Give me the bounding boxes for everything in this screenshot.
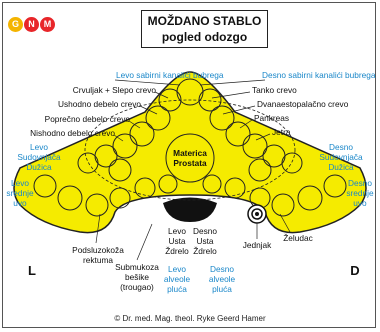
- flow-ring: [84, 99, 296, 201]
- label-jednjak: Jednjak: [243, 240, 272, 250]
- label-desno-usta-1: Desno: [193, 226, 217, 236]
- label-desno-sud-3: Dužica: [328, 162, 354, 172]
- label-levo-alv-3: pluća: [167, 284, 187, 294]
- logo-letter-m: M: [40, 17, 55, 32]
- label-submuk-1: Submukoza: [115, 262, 159, 272]
- side-label-l: L: [28, 263, 36, 278]
- label-crvuljak: Crvuljak + Slepo crevo: [73, 85, 157, 95]
- label-tanko: Tanko crevo: [252, 85, 297, 95]
- label-levo-uvo-3: uvo: [13, 198, 27, 208]
- label-desno-alv-1: Desno: [210, 264, 234, 274]
- label-desno-usta-2: Usta: [196, 236, 213, 246]
- label-levo-usta-3: Ždrelo: [165, 246, 189, 256]
- label-levo-uvo-2: srednje: [6, 188, 34, 198]
- logo-letter-n: N: [24, 17, 39, 32]
- label-desno-uvo-1: Desno: [348, 178, 372, 188]
- title-line-2: pogled odozgo: [161, 30, 248, 44]
- label-levo-sud-1: Levo: [30, 142, 48, 152]
- label-desno-usta-3: Ždrelo: [193, 246, 217, 256]
- side-label-d: D: [350, 263, 359, 278]
- label-poprecno: Poprečno debelo crevo: [45, 114, 131, 124]
- label-desno-sabirni: Desno sabirni kanalići bubrega: [262, 70, 376, 80]
- label-jetra: Jetra: [272, 127, 291, 137]
- title-box: MOŽDANO STABLO pogled odozgo: [141, 10, 268, 48]
- lower-black-segment: [163, 197, 217, 222]
- label-ushodno: Ushodno debelo crevo: [58, 99, 141, 109]
- label-desno-uvo-3: uvo: [353, 198, 367, 208]
- label-levo-sabirni: Levo sabirni kanalići bubrega: [116, 70, 224, 80]
- leader-lines: [95, 79, 291, 261]
- logo-letter-g: G: [8, 17, 23, 32]
- label-levo-sud-2: Sudovnjača: [17, 152, 61, 162]
- label-desno-uvo-2: srednje: [346, 188, 374, 198]
- title-line-1: MOŽDANO STABLO: [147, 14, 262, 28]
- label-dvanaest: Dvanaestopalačno crevo: [257, 99, 349, 109]
- label-desno-sud-2: Sudovnjača: [319, 152, 363, 162]
- label-prostata: Prostata: [173, 158, 207, 168]
- esophagus-target: [247, 204, 267, 224]
- label-nishodno: Nishodno debelo crevo: [30, 128, 115, 138]
- label-levo-uvo-1: Levo: [11, 178, 29, 188]
- label-pankreas: Pankreas: [254, 113, 289, 123]
- label-desno-alv-2: alveole: [209, 274, 236, 284]
- label-podsluz-1: Podsluzokoža: [72, 245, 124, 255]
- label-levo-sud-3: Dužica: [26, 162, 52, 172]
- label-levo-usta-1: Levo: [168, 226, 186, 236]
- label-submuk-3: (trougao): [120, 282, 154, 292]
- label-podsluz-2: rektuma: [83, 255, 113, 265]
- copyright: © Dr. med. Mag. theol. Ryke Geerd Hamer: [114, 314, 266, 323]
- label-levo-alv-2: alveole: [164, 274, 191, 284]
- label-submuk-2: bešike: [125, 272, 149, 282]
- label-zeludac: Želudac: [283, 233, 313, 243]
- label-levo-usta-2: Usta: [168, 236, 185, 246]
- label-materica: Materica: [173, 148, 207, 158]
- label-desno-sud-1: Desno: [329, 142, 353, 152]
- label-levo-alv-1: Levo: [168, 264, 186, 274]
- label-desno-alv-3: pluća: [212, 284, 232, 294]
